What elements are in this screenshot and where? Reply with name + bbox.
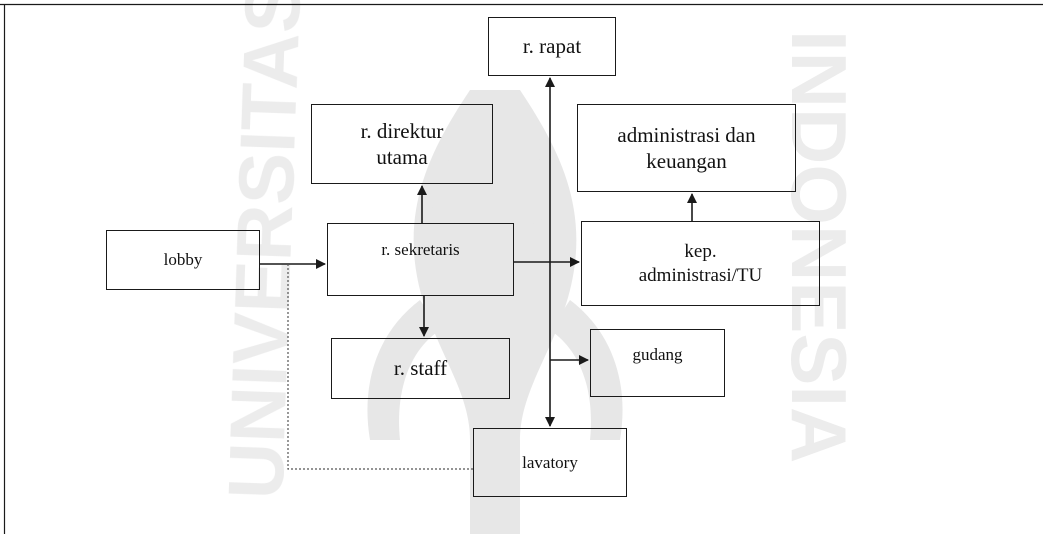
room-lavatory: lavatory xyxy=(473,428,627,497)
room-gudang: gudang xyxy=(590,329,725,397)
room-admin-label: administrasi dan keuangan xyxy=(617,122,756,173)
room-staff: r. staff xyxy=(331,338,510,399)
room-sekretaris: r. sekretaris xyxy=(327,223,514,296)
room-kep-administrasi: kep. administrasi/TU xyxy=(581,221,820,306)
room-staff-label: r. staff xyxy=(393,356,448,381)
room-rapat: r. rapat xyxy=(488,17,616,76)
svg-text:UNIVERSITAS: UNIVERSITAS xyxy=(211,0,317,501)
room-kep-label: kep. administrasi/TU xyxy=(638,240,763,286)
room-direktur-label: r. direktur utama xyxy=(360,118,444,169)
room-lobby: lobby xyxy=(106,230,260,290)
room-administrasi-keuangan: administrasi dan keuangan xyxy=(577,104,796,192)
dotted-lobby-lavatory xyxy=(287,264,473,470)
room-direktur-utama: r. direktur utama xyxy=(311,104,493,184)
room-lavatory-label: lavatory xyxy=(522,452,578,472)
room-sekretaris-label: r. sekretaris xyxy=(381,240,460,259)
room-rapat-label: r. rapat xyxy=(522,34,582,59)
room-gudang-label: gudang xyxy=(632,345,683,364)
room-lobby-label: lobby xyxy=(163,250,203,270)
